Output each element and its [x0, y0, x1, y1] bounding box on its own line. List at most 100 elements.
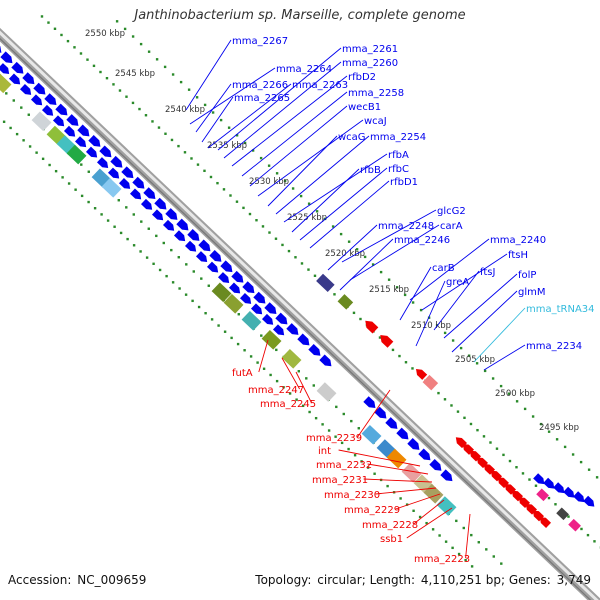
gene-label[interactable]: wcaG: [338, 132, 366, 143]
feature-block[interactable]: [361, 424, 382, 445]
gene-arrow[interactable]: [319, 354, 334, 369]
gene-callout[interactable]: wecB1: [249, 102, 381, 187]
gene-arrow[interactable]: [11, 61, 26, 77]
gene-arrow[interactable]: [19, 83, 34, 97]
gene-label[interactable]: wecB1: [348, 102, 381, 113]
feature-block[interactable]: [337, 294, 354, 310]
feature-block[interactable]: [536, 488, 549, 502]
feature-block[interactable]: [0, 73, 12, 94]
gene-label[interactable]: mma_2229: [344, 505, 400, 516]
gene-arrow[interactable]: [272, 324, 287, 337]
gene-callout[interactable]: folP: [443, 270, 536, 339]
gene-arrow[interactable]: [543, 477, 557, 491]
gene-arrow[interactable]: [33, 82, 48, 98]
gene-arrow[interactable]: [184, 240, 199, 254]
gene-label[interactable]: mma_2263: [292, 80, 348, 91]
gene-arrow[interactable]: [140, 198, 155, 212]
gene-label[interactable]: mma_2230: [324, 490, 380, 501]
gene-callout[interactable]: mma_2265: [201, 93, 290, 143]
gene-arrow[interactable]: [286, 323, 301, 338]
gene-arrow[interactable]: [132, 176, 147, 192]
gene-label[interactable]: mma_2234: [526, 341, 582, 352]
feature-block[interactable]: [281, 348, 302, 369]
gene-arrow[interactable]: [573, 491, 587, 504]
gene-label[interactable]: rfbD2: [348, 72, 376, 83]
gene-arrow[interactable]: [385, 417, 400, 432]
gene-arrow[interactable]: [96, 157, 111, 170]
gene-label[interactable]: mma_tRNA34: [526, 304, 595, 315]
feature-block[interactable]: [422, 374, 439, 391]
gene-arrow[interactable]: [0, 63, 12, 76]
gene-callout[interactable]: mma_2264: [189, 64, 332, 125]
gene-callout[interactable]: rfbD2: [231, 72, 376, 167]
gene-arrow[interactable]: [41, 104, 56, 118]
gene-label[interactable]: mma_2232: [316, 460, 372, 471]
gene-label[interactable]: ftsH: [508, 250, 528, 261]
gene-label[interactable]: mma_2264: [276, 64, 332, 75]
gene-callout[interactable]: glmM: [451, 287, 546, 353]
gene-callout[interactable]: mma_2229: [344, 493, 441, 516]
gene-arrow[interactable]: [563, 486, 577, 500]
gene-arrow[interactable]: [264, 302, 279, 317]
gene-arrow[interactable]: [63, 125, 78, 139]
gene-arrow[interactable]: [217, 272, 232, 285]
feature-block[interactable]: [261, 329, 282, 350]
gene-arrow[interactable]: [198, 239, 213, 255]
gene-arrow[interactable]: [297, 333, 312, 349]
gene-label[interactable]: mma_2228: [362, 520, 418, 531]
gene-label[interactable]: glcG2: [437, 206, 466, 217]
gene-arrow[interactable]: [533, 473, 547, 486]
gene-arrow[interactable]: [107, 167, 122, 181]
gene-callout[interactable]: carA: [349, 221, 463, 281]
feature-block[interactable]: [568, 518, 581, 532]
gene-callout[interactable]: mma_2223: [414, 513, 471, 565]
gene-callout[interactable]: mma_2245: [260, 371, 316, 410]
gene-arrow[interactable]: [537, 514, 552, 528]
gene-label[interactable]: mma_2254: [370, 132, 426, 143]
gene-callout[interactable]: mma_2260: [223, 58, 398, 159]
gene-callout[interactable]: mma_2246: [339, 235, 450, 291]
gene-arrow[interactable]: [110, 155, 125, 171]
gene-arrow[interactable]: [228, 282, 243, 296]
feature-block[interactable]: [66, 144, 87, 165]
gene-label[interactable]: futA: [232, 368, 253, 379]
gene-label[interactable]: mma_2248: [378, 221, 434, 232]
gene-label[interactable]: rfbA: [388, 150, 409, 161]
gene-callout[interactable]: mma_2228: [362, 499, 445, 531]
gene-arrow[interactable]: [187, 229, 202, 244]
gene-arrow[interactable]: [44, 93, 59, 108]
feature-block[interactable]: [436, 496, 457, 516]
gene-arrow[interactable]: [22, 72, 37, 87]
gene-arrow[interactable]: [253, 291, 268, 307]
gene-arrow[interactable]: [583, 495, 597, 509]
gene-arrow[interactable]: [99, 145, 114, 160]
gene-arrow[interactable]: [173, 230, 188, 243]
gene-arrow[interactable]: [377, 332, 394, 348]
gene-callout[interactable]: mma_2231: [312, 475, 433, 486]
gene-label[interactable]: mma_2240: [490, 235, 546, 246]
gene-label[interactable]: carA: [440, 221, 463, 232]
gene-arrow[interactable]: [374, 406, 389, 422]
gene-arrow[interactable]: [74, 136, 89, 149]
gene-arrow[interactable]: [143, 187, 158, 202]
gene-arrow[interactable]: [0, 53, 1, 66]
gene-callout[interactable]: mma_2247: [248, 357, 304, 396]
gene-callout[interactable]: int: [318, 446, 421, 467]
feature-block[interactable]: [316, 382, 337, 402]
gene-callout[interactable]: mma_2258: [241, 88, 404, 177]
gene-callout[interactable]: carB: [399, 263, 455, 321]
gene-label[interactable]: mma_2239: [306, 433, 362, 444]
gene-callout[interactable]: mma_2240: [409, 235, 546, 301]
gene-callout[interactable]: ftsJ: [433, 267, 495, 331]
gene-label[interactable]: mma_2245: [260, 399, 316, 410]
gene-callout[interactable]: wcaG: [267, 132, 366, 207]
gene-callout[interactable]: mma_2267: [185, 36, 288, 111]
gene-arrow[interactable]: [231, 270, 246, 286]
gene-callout[interactable]: rfbD1: [309, 177, 418, 249]
gene-callout[interactable]: mma_2254: [275, 132, 426, 215]
gene-arrow[interactable]: [363, 396, 378, 411]
gene-callout[interactable]: ssb1: [380, 507, 453, 545]
gene-callout[interactable]: rfbB: [291, 165, 381, 233]
gene-arrow[interactable]: [8, 73, 23, 87]
gene-arrow[interactable]: [52, 115, 67, 128]
